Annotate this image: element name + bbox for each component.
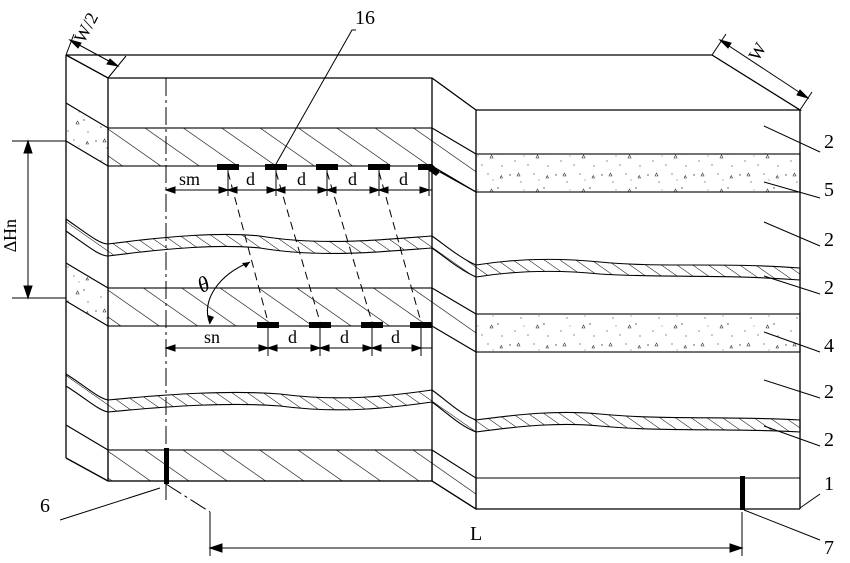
roadway-mark (316, 164, 338, 170)
label-d-6: d (340, 327, 349, 347)
label-d-7: d (391, 327, 400, 347)
label-w-half: W/2 (70, 9, 102, 46)
borehole-7 (740, 476, 745, 510)
dim-delta-hn (12, 141, 66, 298)
roadway-mark (265, 164, 287, 170)
callout-2-c: 2 (824, 277, 834, 299)
callout-5: 5 (824, 179, 834, 201)
centerline-extension (166, 484, 210, 512)
callout-2-a: 2 (824, 131, 834, 153)
label-d-1: d (246, 169, 255, 189)
sand-layer-4 (476, 314, 800, 352)
label-d-3: d (348, 169, 357, 189)
label-sn: sn (204, 327, 220, 347)
callout-4: 4 (824, 335, 834, 357)
sand-layer-5 (476, 154, 800, 192)
label-L: L (470, 523, 482, 545)
roadway-mark (410, 322, 432, 328)
roadway-mark (217, 164, 239, 170)
callout-1: 1 (824, 473, 834, 495)
roadway-mark (368, 164, 390, 170)
top-face (66, 55, 800, 110)
wavy-layer-lower (66, 374, 800, 432)
callout-2-b: 2 (824, 229, 834, 251)
label-sm: sm (179, 169, 200, 189)
roadway-mark (309, 322, 331, 328)
borehole-6 (164, 448, 169, 484)
left-face-sand-upper (66, 103, 108, 166)
label-delta-hn: ∆Hn (0, 219, 20, 252)
roadway-mark (257, 322, 279, 328)
left-face-bottom (66, 458, 108, 481)
callout-6: 6 (40, 495, 50, 517)
left-face-sand-lower (66, 263, 108, 326)
coal-seam-upper (108, 128, 476, 192)
callout-2-e: 2 (824, 429, 834, 451)
callout-2-d: 2 (824, 381, 834, 403)
callout-16: 16 (355, 7, 375, 29)
callout-7: 7 (824, 537, 834, 559)
wavy-layer-upper (66, 219, 800, 280)
block-outline (66, 55, 800, 509)
label-d-4: d (399, 169, 408, 189)
coal-seam-lower (108, 450, 476, 509)
label-w: W (744, 39, 770, 64)
label-d-2: d (297, 169, 306, 189)
label-d-5: d (288, 327, 297, 347)
roadway-mark (361, 322, 383, 328)
